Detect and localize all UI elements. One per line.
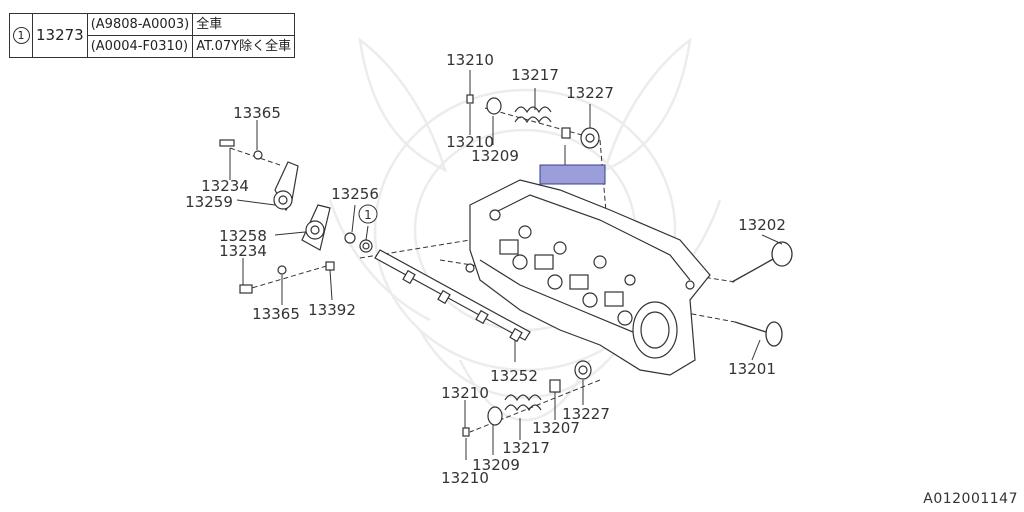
leader-lines: [229, 70, 783, 460]
callout-13201: 13201: [728, 360, 776, 378]
rocker-arm-lower: [301, 204, 331, 251]
rocker-shaft: [374, 249, 531, 343]
callout-13234-lower: 13234: [219, 242, 267, 260]
callout-13256: 13256: [331, 185, 379, 203]
applicability-range: (A0004-F0310): [86, 35, 194, 58]
callout-13258: 13258: [219, 227, 267, 245]
callout-13365-lower: 13365: [252, 305, 300, 323]
callout-13202: 13202: [738, 216, 786, 234]
callout-13392: 13392: [308, 301, 356, 319]
ref-mark-label: 1: [364, 208, 372, 222]
callout-13259: 13259: [185, 193, 233, 211]
ref-mark-circle: [358, 204, 378, 224]
callout-13234-upper: 13234: [201, 177, 249, 195]
applicability-scope: AT.07Y除く全車: [192, 35, 296, 58]
valves: [731, 241, 793, 347]
callout-13217-bottom: 13217: [502, 439, 550, 457]
highlighted-part-region: [539, 164, 606, 185]
rocker-arm-upper: [273, 161, 299, 212]
callout-13209-top: 13209: [471, 147, 519, 165]
callout-13207: 13207: [532, 419, 580, 437]
small-hardware: [219, 139, 373, 294]
figure-id: A012001147: [923, 491, 1018, 507]
callout-13210-top-1: 13210: [446, 51, 494, 69]
callout-13227-top: 13227: [566, 84, 614, 102]
callout-13217-top: 13217: [511, 66, 559, 84]
callout-13210-top-2: 13210: [446, 133, 494, 151]
valve-train-bottom: [462, 360, 592, 437]
callout-13210-bottom-2: 13210: [441, 469, 489, 487]
reference-mark-cell: 1: [9, 13, 33, 58]
callout-13210-bottom-1: 13210: [441, 384, 489, 402]
reference-mark: 1: [12, 27, 30, 44]
applicability-table: 1 13273 (A9808-A0003) 全車 (A0004-F0310) A…: [9, 13, 296, 58]
callout-13209-bottom: 13209: [472, 456, 520, 474]
callout-13227-bottom: 13227: [562, 405, 610, 423]
cylinder-head: [465, 179, 711, 376]
callout-13365-upper: 13365: [233, 104, 281, 122]
part-number-cell: 13273: [32, 13, 88, 58]
callout-13252: 13252: [490, 367, 538, 385]
